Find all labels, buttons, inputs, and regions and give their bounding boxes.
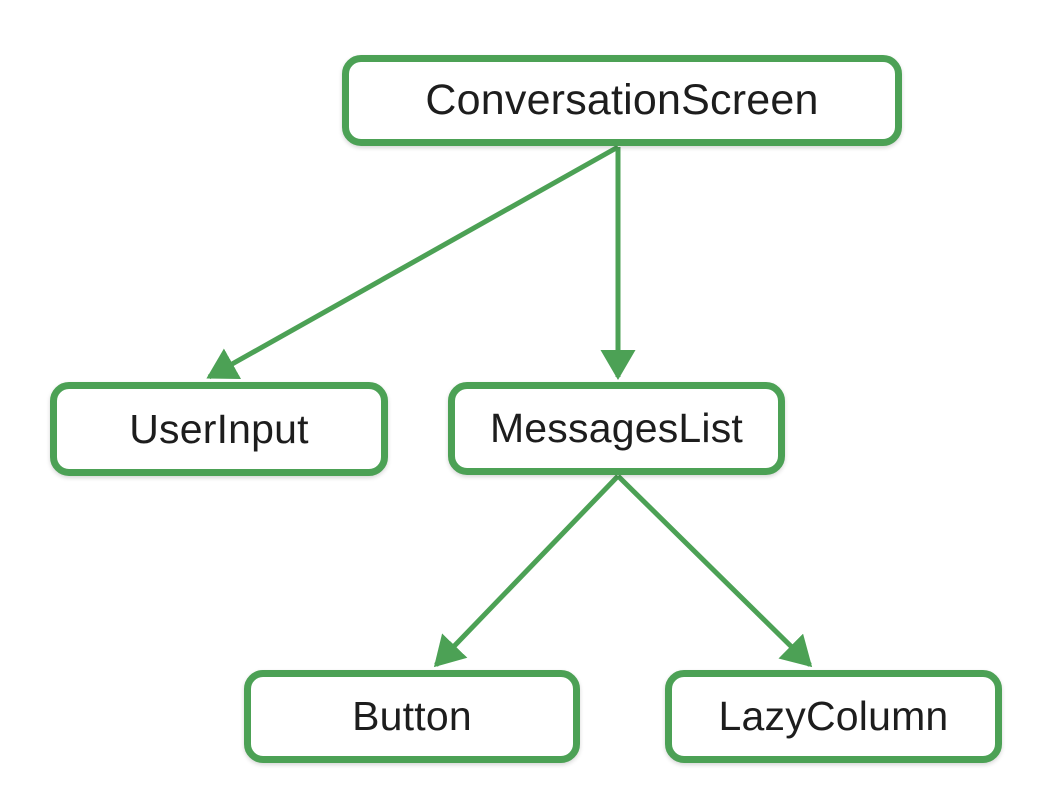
node-userinput[interactable]: UserInput xyxy=(50,382,388,476)
node-label: LazyColumn xyxy=(718,693,949,739)
edge-messageslist-to-lazycolumn xyxy=(616,474,813,668)
node-label: ConversationScreen xyxy=(425,76,819,124)
node-label: Button xyxy=(352,693,472,739)
node-label: MessagesList xyxy=(489,405,744,451)
node-conversationscreen[interactable]: ConversationScreen xyxy=(342,55,902,146)
node-button[interactable]: Button xyxy=(244,670,580,763)
node-lazycolumn[interactable]: LazyColumn xyxy=(665,670,1002,763)
node-label: UserInput xyxy=(129,405,309,452)
node-messageslist[interactable]: MessagesList xyxy=(448,382,785,475)
edge-messageslist-to-button xyxy=(433,474,620,668)
edge-conversationscreen-to-userinput xyxy=(206,144,620,380)
